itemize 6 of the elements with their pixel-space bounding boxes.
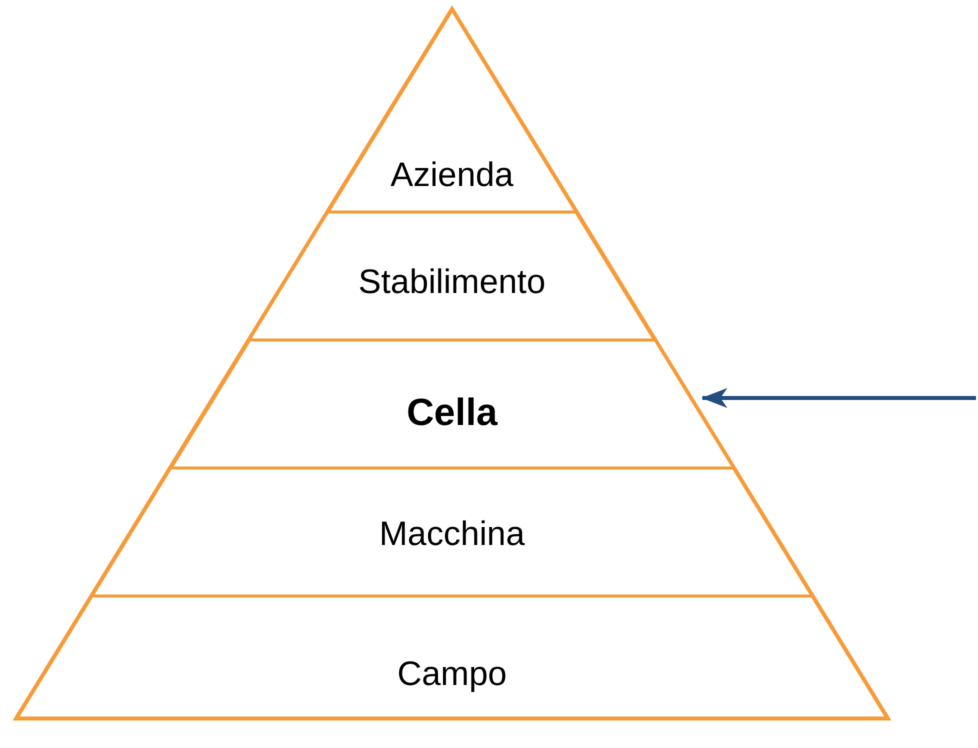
tier-label: Azienda — [390, 156, 514, 195]
tier-label: Stabilimento — [358, 263, 546, 302]
tier-label: Macchina — [379, 515, 525, 554]
tier-label: Cella — [406, 392, 498, 435]
arrow — [701, 388, 976, 408]
tier-label: Campo — [397, 655, 507, 694]
